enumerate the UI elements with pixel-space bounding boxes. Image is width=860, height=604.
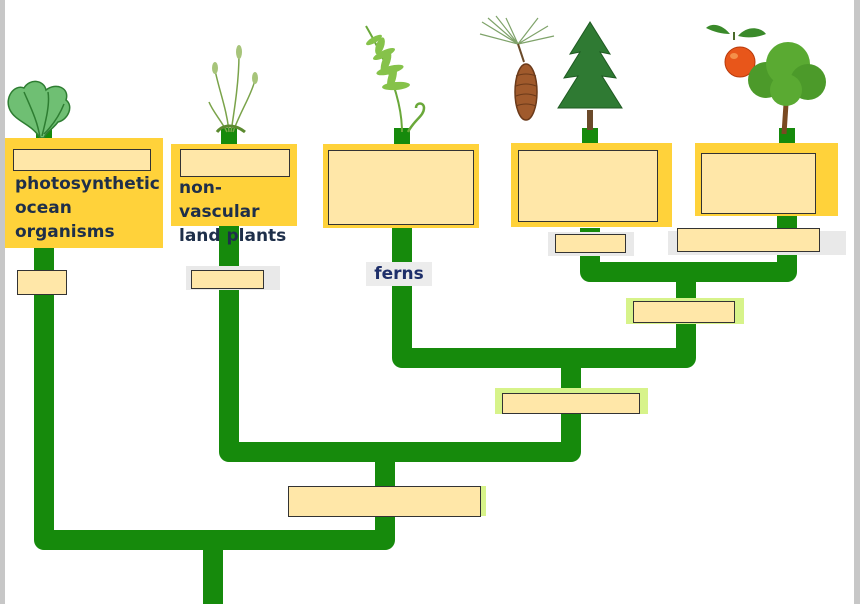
drop-zone-ocean-name[interactable]	[13, 149, 151, 171]
drop-zone-conifers-name[interactable]	[518, 150, 658, 222]
drop-zone-flowering-name[interactable]	[701, 153, 816, 214]
label-ocean-organisms: photosynthetic ocean organisms	[15, 174, 160, 242]
branch-level-3	[392, 222, 696, 368]
drop-zone-ocean-trait[interactable]	[17, 270, 67, 295]
moss-icon	[208, 45, 258, 134]
drop-zone-ferns-name[interactable]	[328, 150, 474, 225]
pine-cone-icon	[479, 15, 555, 121]
orange-fruit-icon	[706, 24, 766, 78]
drop-zone-nonvascular-trait[interactable]	[191, 270, 264, 289]
conifer-tree-icon	[557, 21, 623, 130]
drop-zone-node-seeds[interactable]	[633, 301, 735, 323]
flowering-tree-icon	[748, 42, 826, 135]
fern-icon	[365, 25, 426, 133]
drop-zone-nonvascular-name[interactable]	[180, 149, 290, 177]
label-nonvascular: non-vascular land plants	[179, 178, 287, 246]
label-ferns: ferns	[366, 262, 432, 286]
seaweed-icon	[7, 80, 71, 139]
drop-zone-conifers-trait[interactable]	[555, 234, 626, 253]
drop-zone-node-land[interactable]	[288, 486, 481, 517]
drop-zone-flowering-trait[interactable]	[677, 228, 820, 252]
drop-zone-node-vascular[interactable]	[502, 393, 640, 414]
